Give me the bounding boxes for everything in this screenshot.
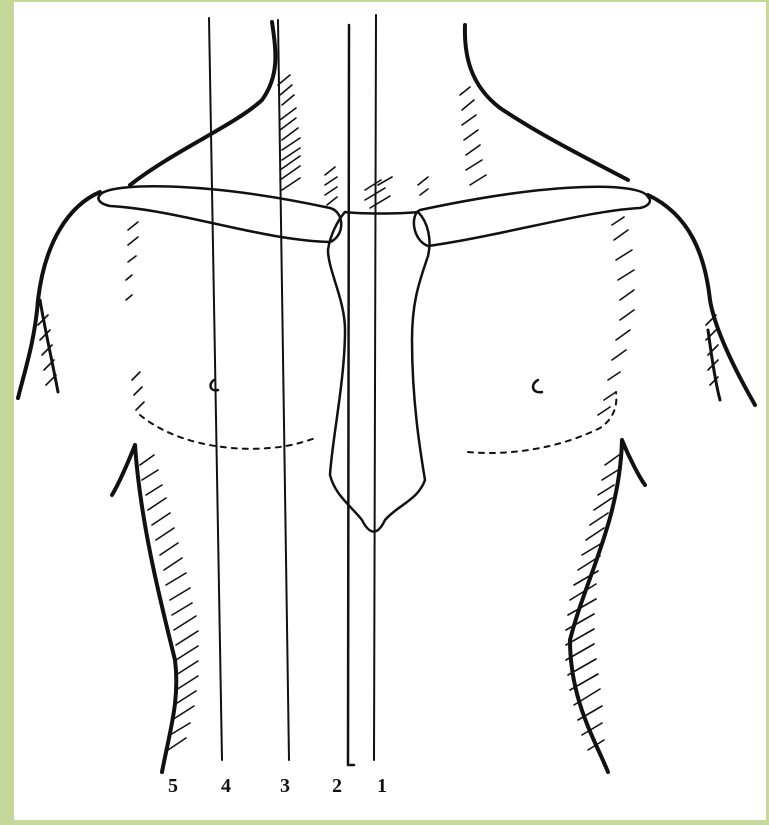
line-label-2: 2 — [327, 775, 347, 798]
line-2 — [348, 25, 349, 765]
line-label-3: 3 — [275, 775, 295, 798]
left-nipple — [211, 380, 218, 390]
line-1 — [374, 15, 376, 760]
left-clavicle — [98, 186, 341, 242]
left-arm-lower — [40, 300, 58, 392]
sternum — [328, 212, 430, 532]
right-shoulder-contour — [648, 195, 755, 405]
left-pectoral-lower — [140, 415, 316, 449]
left-flank — [112, 445, 176, 772]
right-clavicle — [414, 187, 650, 246]
line-label-5: 5 — [163, 775, 183, 798]
neck-left-contour — [130, 22, 275, 185]
line-3 — [278, 20, 289, 760]
line-label-1: 1 — [372, 775, 392, 798]
right-pectoral-lower — [468, 392, 616, 453]
neck-right-contour — [465, 25, 628, 180]
line-label-4: 4 — [216, 775, 236, 798]
right-nipple — [533, 380, 542, 392]
left-shoulder-contour — [18, 192, 100, 398]
